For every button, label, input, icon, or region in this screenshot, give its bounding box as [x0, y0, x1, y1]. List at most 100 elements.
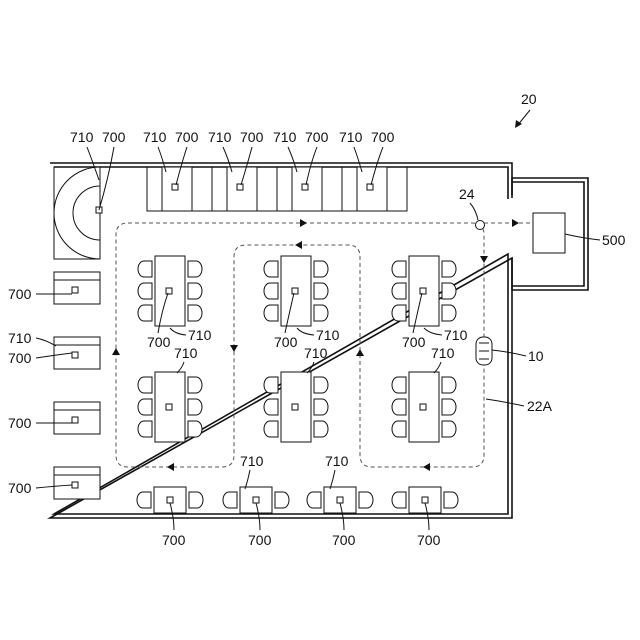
top-terminal-label: 700: [102, 129, 126, 145]
leader-line: [245, 470, 250, 489]
chair-icon: [442, 305, 456, 321]
left-terminal-label: 700: [8, 480, 32, 496]
bottom-tables: [137, 487, 458, 513]
chair-icon: [314, 399, 328, 415]
leader-line: [36, 338, 56, 346]
top-terminal-label: 700: [175, 129, 199, 145]
chair-icon: [314, 377, 328, 393]
chair-icon: [444, 492, 458, 508]
robot-label: 10: [528, 348, 544, 364]
left-booth-label: 710: [8, 330, 32, 346]
chair-icon: [188, 377, 202, 393]
chair-icon: [392, 305, 406, 321]
bottom-terminal-label: 700: [248, 532, 272, 548]
chair-icon: [359, 492, 373, 508]
chair-icon: [188, 261, 202, 277]
bottom-table-label: 710: [325, 453, 349, 469]
leader-line: [297, 328, 314, 335]
chair-icon: [392, 283, 406, 299]
terminal-marker: [166, 288, 172, 294]
bottom-table-label: 710: [240, 453, 264, 469]
chair-icon: [138, 377, 152, 393]
table-label: 710: [174, 345, 198, 361]
terminal-marker: [367, 184, 373, 190]
terminal-marker: [237, 184, 243, 190]
top-booth-label: 710: [208, 129, 232, 145]
bottom-terminal-label: 700: [162, 532, 186, 548]
top-terminal-label: 700: [305, 129, 329, 145]
chair-icon: [392, 261, 406, 277]
dock-point-marker: [476, 221, 485, 230]
chair-icon: [314, 261, 328, 277]
chair-icon: [392, 492, 406, 508]
chair-icon: [392, 377, 406, 393]
chair-icon: [188, 283, 202, 299]
chair-icon: [264, 283, 278, 299]
leader-line: [177, 362, 184, 373]
table-label: 710: [431, 345, 455, 361]
chair-icon: [188, 305, 202, 321]
chair-icon: [188, 421, 202, 437]
chair-icon: [442, 261, 456, 277]
station-label: 500: [602, 232, 626, 248]
terminal-marker: [422, 497, 428, 503]
chair-icon: [264, 305, 278, 321]
terminal-marker: [72, 482, 78, 488]
chair-icon: [264, 421, 278, 437]
leader-line: [330, 470, 335, 489]
table-label: 710: [316, 327, 340, 343]
terminal-marker: [253, 497, 259, 503]
terminal-marker: [420, 404, 426, 410]
chair-icon: [264, 261, 278, 277]
leader-line: [424, 328, 442, 335]
chair-icon: [442, 283, 456, 299]
terminal-marker: [166, 404, 172, 410]
table-terminal-label: 700: [147, 334, 171, 350]
station: 500: [533, 213, 626, 253]
chair-icon: [189, 492, 203, 508]
chair-icon: [392, 399, 406, 415]
bottom-terminal-label: 700: [417, 532, 441, 548]
left-terminal-label: 700: [8, 350, 32, 366]
terminal-marker: [72, 352, 78, 358]
chair-icon: [223, 492, 237, 508]
leader-line: [170, 328, 186, 335]
terminal-marker: [172, 184, 178, 190]
dock-point-label: 24: [459, 186, 475, 202]
chair-icon: [188, 399, 202, 415]
terminal-marker: [292, 288, 298, 294]
chair-icon: [138, 261, 152, 277]
table-terminal-label: 700: [274, 334, 298, 350]
table-label: 710: [444, 327, 468, 343]
chair-icon: [392, 421, 406, 437]
bottom-terminal-label: 700: [332, 532, 356, 548]
terminal-marker: [72, 417, 78, 423]
chair-icon: [138, 399, 152, 415]
corner-booth: [54, 167, 102, 259]
chair-icon: [442, 421, 456, 437]
top-booth-label: 710: [273, 129, 297, 145]
terminal-marker: [420, 288, 426, 294]
top-booth-label: 710: [70, 129, 94, 145]
chair-icon: [314, 283, 328, 299]
left-terminal-label: 700: [8, 286, 32, 302]
left-terminal-label: 700: [8, 415, 32, 431]
route-label: 22A: [527, 398, 553, 414]
chair-icon: [442, 377, 456, 393]
chair-icon: [138, 283, 152, 299]
top-terminal-label: 700: [240, 129, 264, 145]
terminal-marker: [292, 404, 298, 410]
chair-icon: [307, 492, 321, 508]
table-terminal-label: 700: [402, 334, 426, 350]
terminal-marker: [72, 287, 78, 293]
terminal-marker: [302, 184, 308, 190]
left-booths: [54, 272, 100, 499]
chair-icon: [314, 421, 328, 437]
leader-line: [434, 362, 441, 373]
station-box: [533, 213, 565, 253]
top-terminal-label: 700: [371, 129, 395, 145]
table-label: 710: [188, 327, 212, 343]
terminal-marker: [167, 497, 173, 503]
